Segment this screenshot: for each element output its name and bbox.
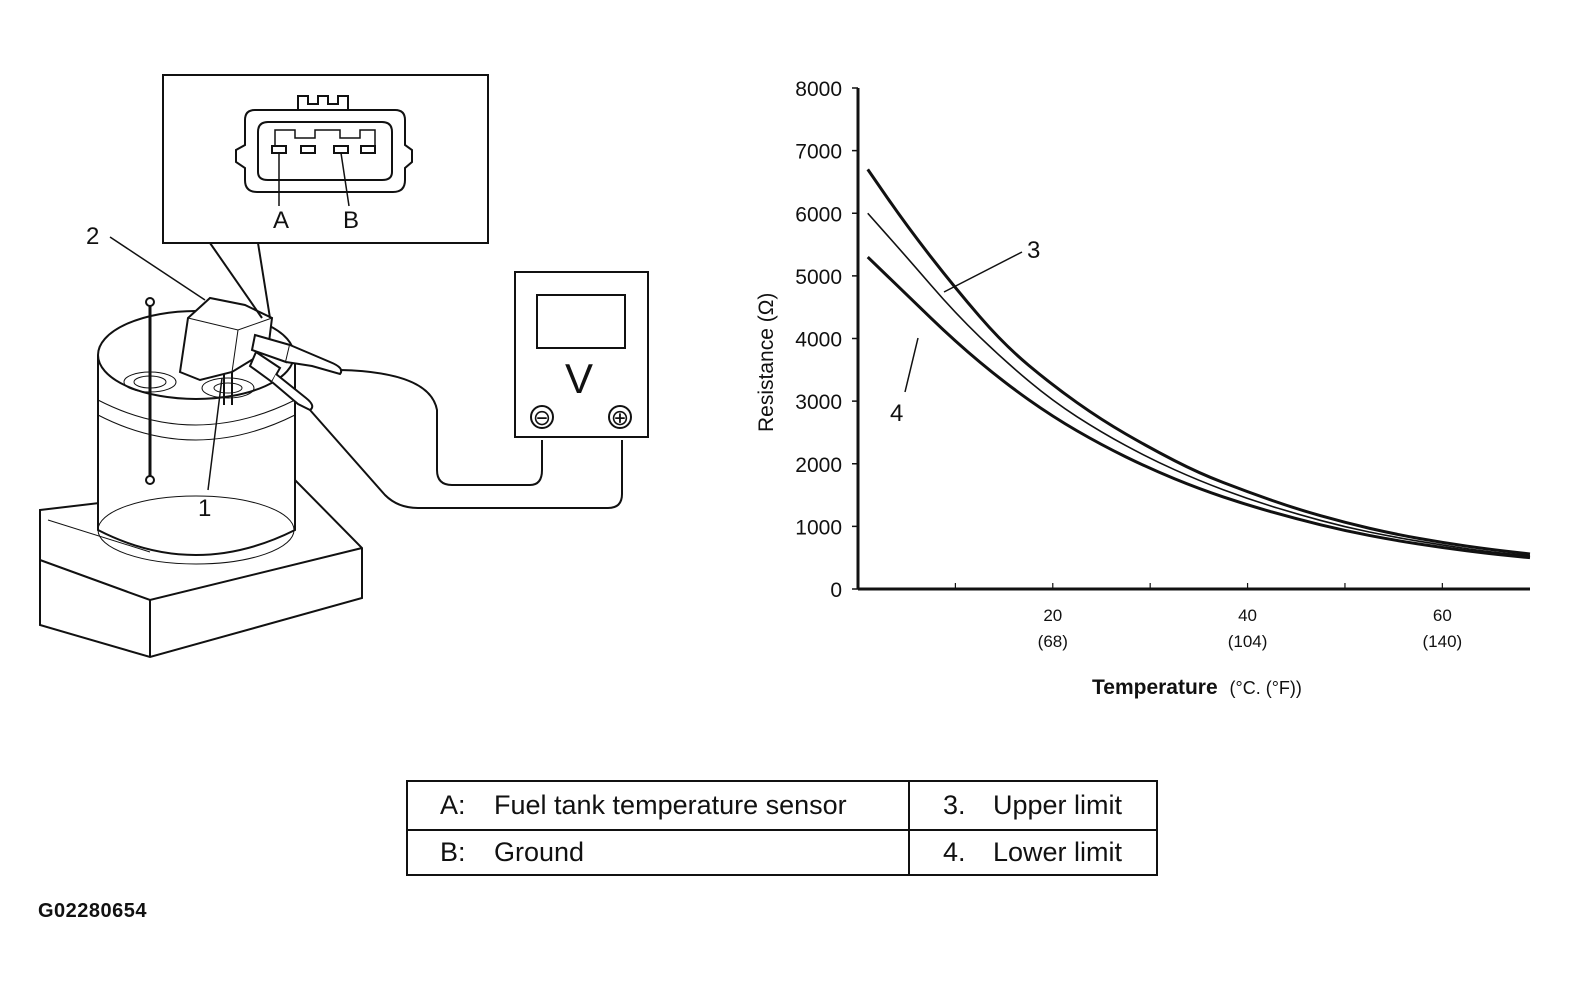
x-tick-label-fahrenheit: (104): [1228, 632, 1268, 651]
legend-number: 4.: [943, 837, 966, 867]
series-line-nominal: [867, 212, 1531, 557]
connector-inset: [162, 74, 489, 319]
connector-housing: [235, 109, 413, 193]
negative-terminal: [530, 405, 554, 429]
y-tick-label: 1000: [795, 516, 842, 539]
positive-lead: [309, 409, 623, 509]
y-tick-label: 5000: [795, 266, 842, 289]
legend-text: Fuel tank temperature sensor: [494, 790, 847, 820]
callout-2: 2: [86, 223, 99, 250]
negative-lead: [339, 369, 543, 486]
y-tick-label: 4000: [795, 329, 842, 352]
x-tick-label-fahrenheit: (68): [1038, 632, 1068, 651]
figure-code: G02280654: [38, 900, 148, 922]
x-axis-label: Temperature (°C. (°F)): [1092, 676, 1302, 699]
terminal-label-a: A: [273, 207, 289, 234]
y-axis-label: Resistance (Ω): [755, 293, 778, 432]
y-tick-label: 3000: [795, 391, 842, 414]
component-illustration: [39, 296, 623, 659]
legend-row: B: Ground 4. Lower limit: [408, 829, 1156, 876]
negative-terminal-symbol: ⊖: [533, 405, 551, 430]
y-tick-label: 6000: [795, 203, 842, 226]
series-label-lower: 4: [890, 400, 903, 427]
x-axis-label-unit: (°C. (°F)): [1230, 678, 1302, 698]
legend-number-text: Lower limit: [993, 837, 1123, 867]
legend-key: B:: [440, 837, 466, 867]
callout-leader-3: [943, 251, 1023, 293]
legend-key: A:: [440, 790, 466, 820]
y-tick-label: 0: [830, 579, 842, 602]
legend-row: A: Fuel tank temperature sensor 3. Upper…: [408, 782, 1156, 831]
legend-number-text: Upper limit: [993, 790, 1123, 820]
fuel-pump-body: [97, 355, 296, 556]
x-tick-label: 20: [1043, 606, 1062, 625]
series-line-upper-limit: [866, 168, 1531, 556]
x-tick-label: 60: [1433, 606, 1452, 625]
legend-text: Ground: [494, 837, 585, 867]
callout-leader-4: [904, 337, 919, 393]
x-tick-label: 40: [1238, 606, 1257, 625]
y-tick-label: 7000: [795, 141, 842, 164]
voltmeter: [514, 271, 649, 438]
terminal-label-b: B: [343, 207, 359, 234]
legend-number: 3.: [943, 790, 966, 820]
x-axis-label-bold: Temperature: [1092, 676, 1218, 699]
voltmeter-display: [536, 294, 626, 349]
x-tick-label-fahrenheit: (140): [1423, 632, 1463, 651]
y-tick-label: 8000: [795, 78, 842, 101]
callout-1: 1: [198, 495, 211, 522]
positive-terminal-symbol: ⊕: [611, 405, 629, 430]
voltmeter-symbol: V: [565, 355, 593, 402]
positive-terminal: [608, 405, 632, 429]
resistance-chart: 0 1000 2000 3000 4000 5000 6000 7000 8000 20 (68)…: [755, 78, 1531, 699]
series-label-upper: 3: [1027, 237, 1040, 264]
y-tick-label: 2000: [795, 454, 842, 477]
legend-table: A: Fuel tank temperature sensor 3. Upper…: [406, 780, 1158, 876]
legend-divider: [908, 782, 910, 874]
series-line-lower-limit: [866, 256, 1531, 560]
